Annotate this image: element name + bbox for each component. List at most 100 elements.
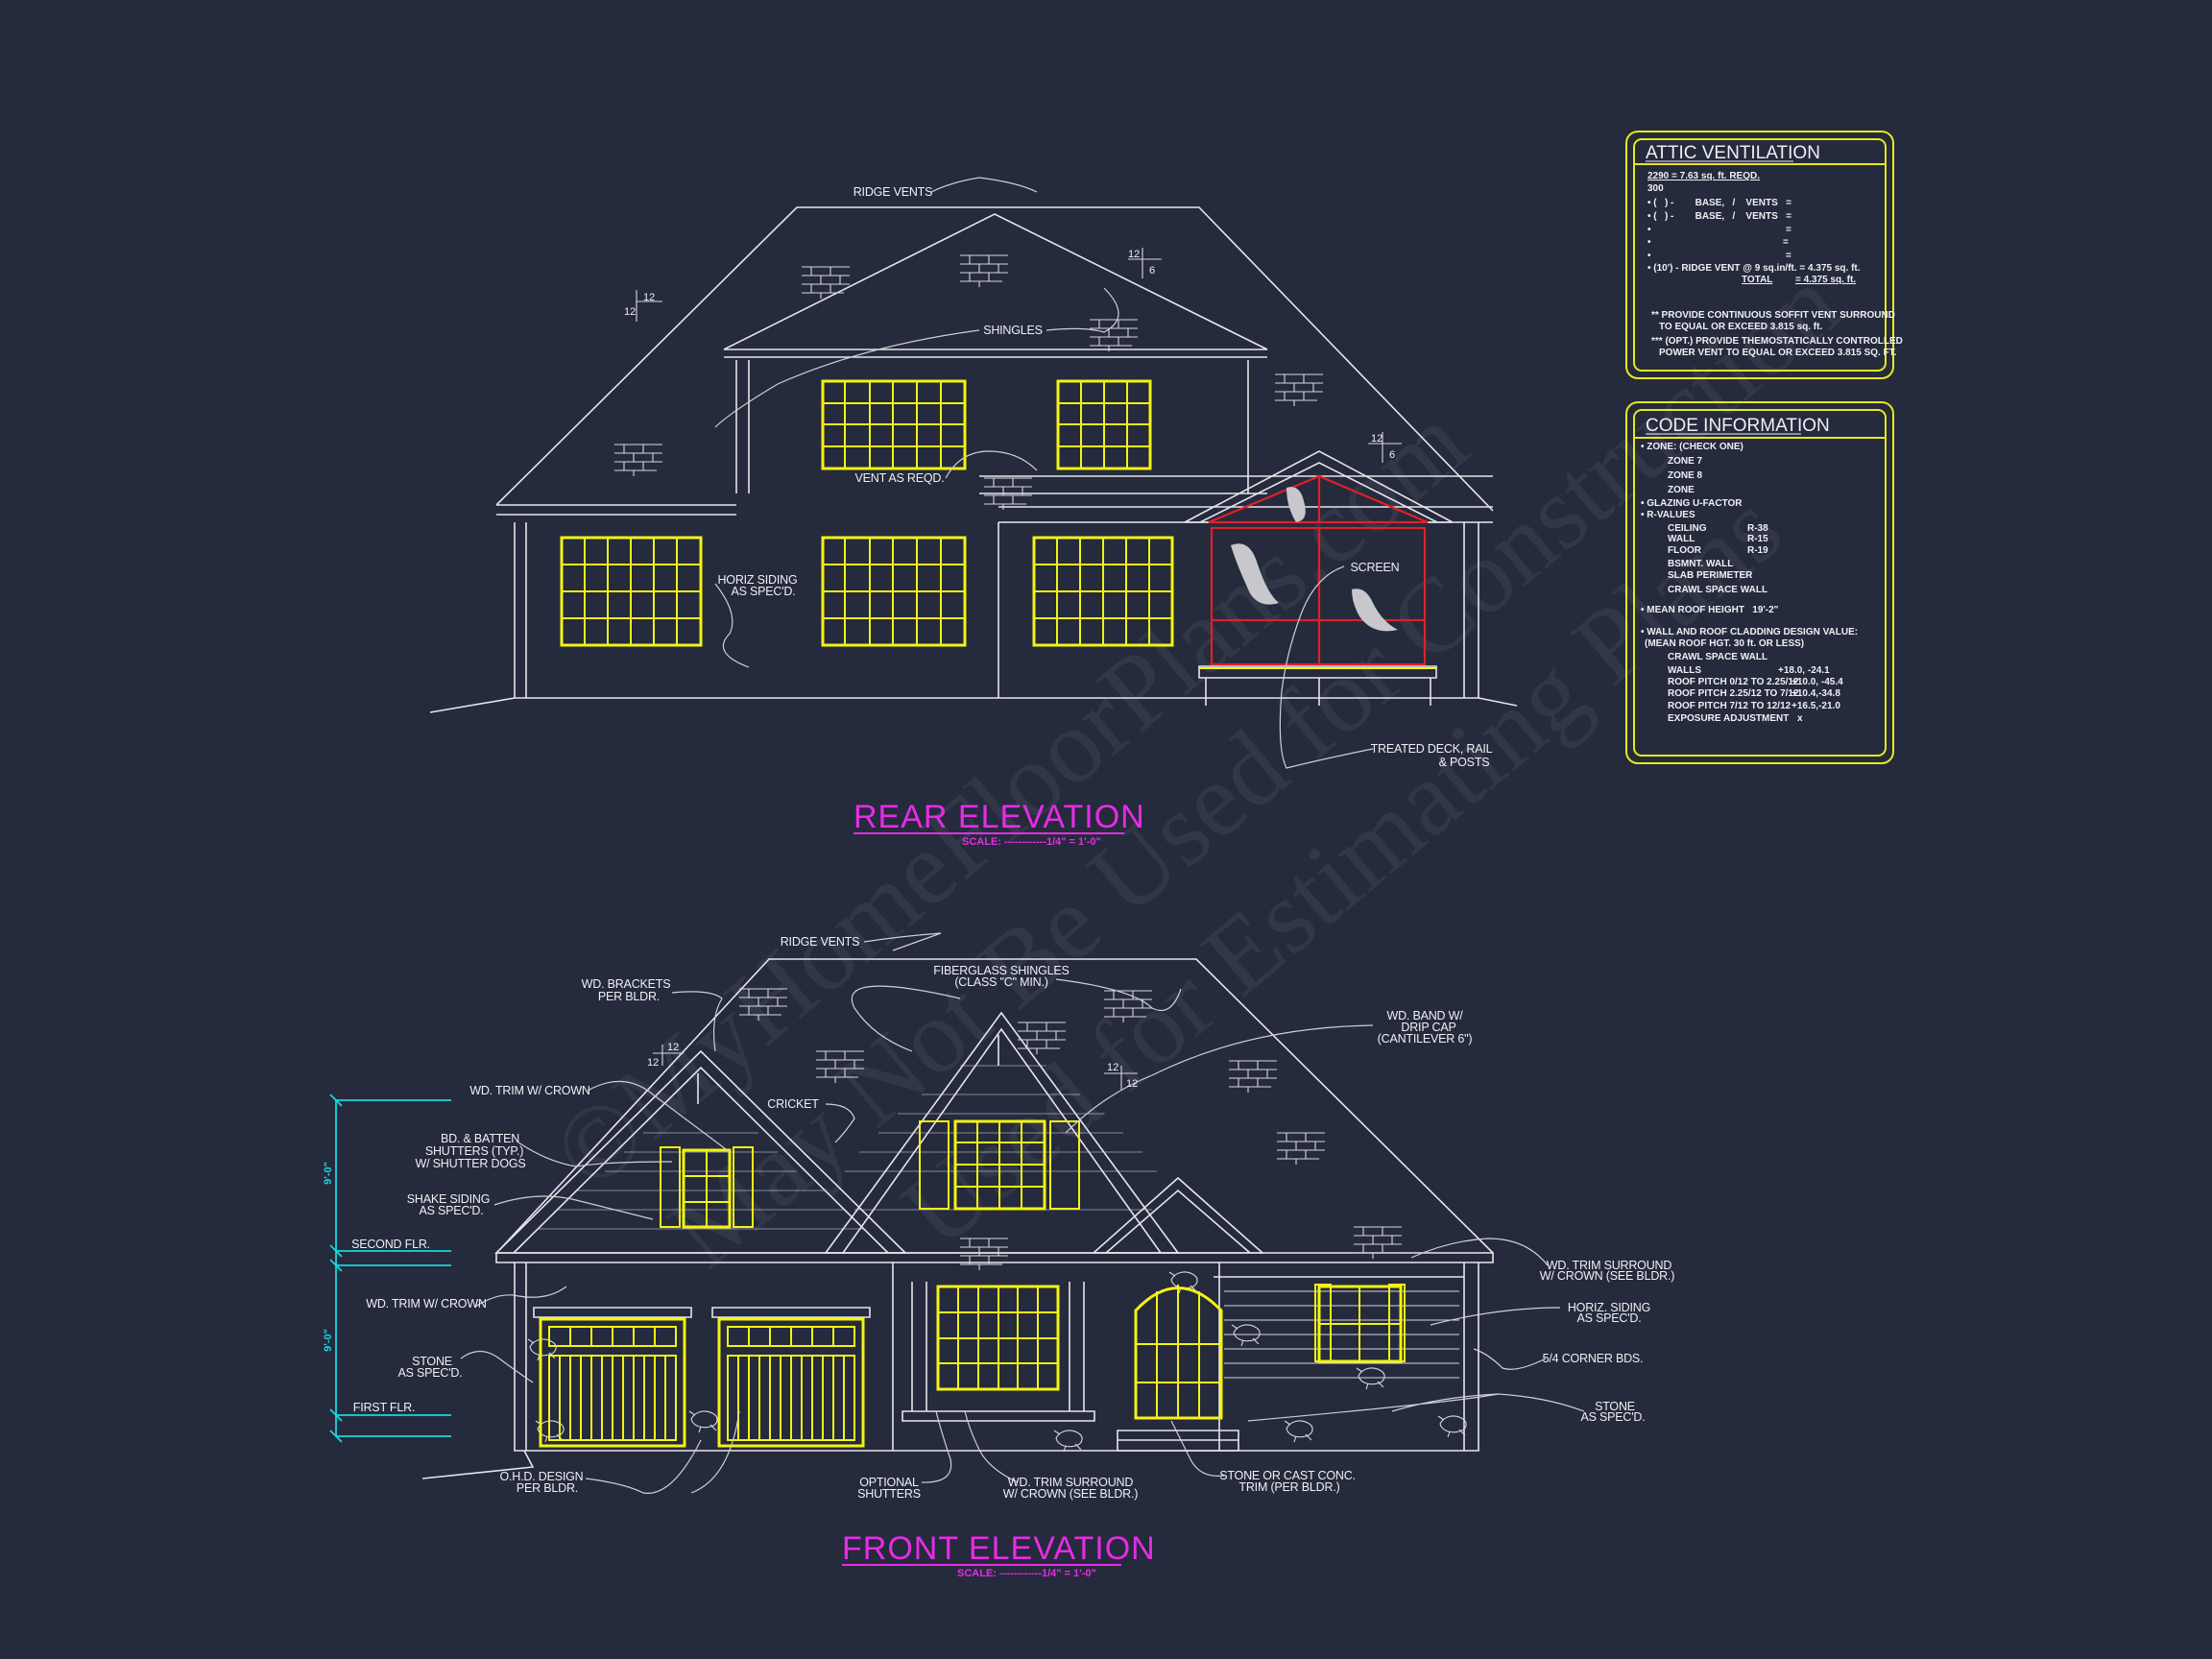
svg-text:12: 12 xyxy=(624,306,636,318)
attic-ventilation-title: ATTIC VENTILATION xyxy=(1646,143,1820,163)
svg-text:• MEAN ROOF HEIGHT 19'-2": • MEAN ROOF HEIGHT 19'-2" xyxy=(1641,605,1779,615)
label-wd-trim-crown-upper: WD. TRIM W/ CROWN xyxy=(469,1084,590,1097)
front-leaders xyxy=(460,932,1585,1494)
attic-ventilation-panel: ATTIC VENTILATION 2290 = 7.63 sq. ft. RE… xyxy=(1625,131,1903,379)
code-information-panel: CODE INFORMATION • ZONE: (CHECK ONE) ZON… xyxy=(1625,401,1894,764)
svg-text:2290 = 7.63 sq. ft. REQD.: 2290 = 7.63 sq. ft. REQD. xyxy=(1647,171,1760,181)
svg-text:+10.0, -45.4: +10.0, -45.4 xyxy=(1791,677,1843,687)
svg-text:(MEAN ROOF HGT. 30 ft. OR LESS: (MEAN ROOF HGT. 30 ft. OR LESS) xyxy=(1645,638,1804,649)
svg-text:•: • xyxy=(1647,251,1651,261)
svg-text:ROOF PITCH 0/12 TO 2.25/12: ROOF PITCH 0/12 TO 2.25/12 xyxy=(1668,677,1799,687)
svg-text:12: 12 xyxy=(647,1057,659,1069)
svg-text:ZONE 7: ZONE 7 xyxy=(1668,456,1703,467)
svg-text:May Not Be Used for Constructi: May Not Be Used for Construction xyxy=(647,244,1862,1289)
front-elevation-title: FRONT ELEVATION xyxy=(842,1530,1156,1567)
svg-text:CRAWL SPACE WALL: CRAWL SPACE WALL xyxy=(1668,652,1767,662)
svg-text:ZONE 8: ZONE 8 xyxy=(1668,470,1703,481)
label-second-floor: SECOND FLR. xyxy=(351,1238,430,1251)
svg-text:CEILING: CEILING xyxy=(1668,523,1707,534)
label-ridge-vents: RIDGE VENTS xyxy=(854,185,933,199)
shake-siding xyxy=(538,1065,1157,1230)
svg-text:• ( ) - BASE, /: • ( ) - BASE, / VENTS = xyxy=(1647,198,1791,208)
svg-text:FLOOR: FLOOR xyxy=(1668,545,1702,556)
svg-text:•: • xyxy=(1647,225,1651,235)
pitch-symbol: 12 6 xyxy=(1128,248,1162,278)
label-corner-bds: 5/4 CORNER BDS. xyxy=(1543,1352,1644,1365)
svg-text:12: 12 xyxy=(1371,433,1382,445)
pitch-symbol: 12 12 xyxy=(624,290,662,322)
code-information-title: CODE INFORMATION xyxy=(1646,416,1830,436)
pitch-symbol: 126 xyxy=(1368,432,1402,463)
svg-text:TOTAL: TOTAL xyxy=(1742,275,1772,285)
svg-text:BSMNT. WALL: BSMNT. WALL xyxy=(1668,559,1733,569)
svg-text:=: = xyxy=(1786,225,1791,235)
label-wd-band: WD. BAND W/DRIP CAP(CANTILEVER 6") xyxy=(1378,1009,1473,1046)
svg-text:R-19: R-19 xyxy=(1747,545,1768,556)
svg-text:R-15: R-15 xyxy=(1747,534,1768,544)
svg-text:R-38: R-38 xyxy=(1747,523,1768,534)
label-deck: TREATED DECK, RAIL& POSTS xyxy=(1371,742,1493,769)
svg-text:6: 6 xyxy=(1149,265,1155,276)
label-first-floor: FIRST FLR. xyxy=(353,1401,415,1414)
svg-text:300: 300 xyxy=(1647,183,1664,194)
svg-text:• ZONE: (CHECK ONE): • ZONE: (CHECK ONE) xyxy=(1641,442,1743,452)
svg-text:• (10') - RIDGE VENT @ 9 sq.in: • (10') - RIDGE VENT @ 9 sq.in/ft. = 4.3… xyxy=(1647,263,1861,274)
svg-text:•: • xyxy=(1647,237,1651,248)
pitch-symbol: 12 12 xyxy=(647,1042,684,1069)
dimension-upper: 9'-0" xyxy=(323,1162,334,1185)
floor-dimensions: 9'-0" 9'-0" xyxy=(323,1094,451,1443)
screen-porch xyxy=(1198,474,1437,706)
svg-text:+16.5,-21.0: +16.5,-21.0 xyxy=(1791,701,1840,711)
svg-text:ZONE: ZONE xyxy=(1668,485,1695,495)
rear-roof xyxy=(495,206,1494,523)
rear-elevation-title: REAR ELEVATION xyxy=(854,799,1145,835)
label-shingles: SHINGLES xyxy=(983,324,1043,337)
svg-text:x: x xyxy=(1797,713,1803,724)
svg-text:=: = xyxy=(1783,237,1789,248)
svg-text:WALL: WALL xyxy=(1668,534,1695,544)
svg-text:POWER VENT TO EQUAL OR EXCEED: POWER VENT TO EQUAL OR EXCEED 3.815 SQ. … xyxy=(1659,348,1897,358)
garage-doors xyxy=(533,1307,871,1448)
svg-text:ROOF PITCH 2.25/12 TO 7/12: ROOF PITCH 2.25/12 TO 7/12 xyxy=(1668,688,1799,699)
dimension-lower: 9'-0" xyxy=(323,1329,334,1352)
svg-text:EXPOSURE ADJUSTMENT: EXPOSURE ADJUSTMENT xyxy=(1668,713,1789,724)
label-wd-trim-crown-lower: WD. TRIM W/ CROWN xyxy=(366,1297,487,1310)
svg-text:12: 12 xyxy=(643,292,655,303)
svg-text:12: 12 xyxy=(667,1042,679,1053)
svg-text:= 4.375 sq. ft.: = 4.375 sq. ft. xyxy=(1795,275,1856,285)
front-elevation: 9'-0" 9'-0" 12 12 12 12 RIDGE VENTS xyxy=(323,932,1674,1579)
rear-windows xyxy=(560,379,1174,647)
svg-text:CRAWL SPACE WALL: CRAWL SPACE WALL xyxy=(1668,585,1767,595)
rear-leaders xyxy=(714,177,1374,769)
label-cricket: CRICKET xyxy=(767,1097,819,1111)
svg-text:*** (OPT.) PROVIDE THEMOSTATIC: *** (OPT.) PROVIDE THEMOSTATICALLY CONTR… xyxy=(1651,336,1903,347)
svg-text:12: 12 xyxy=(1128,249,1140,260)
rear-walls xyxy=(429,522,1518,713)
label-stone-cast: STONE OR CAST CONC.TRIM (PER BLDR.) xyxy=(1219,1469,1356,1494)
label-ridge-vents: RIDGE VENTS xyxy=(781,935,860,949)
svg-text:12: 12 xyxy=(1107,1062,1118,1073)
label-screen: SCREEN xyxy=(1351,561,1400,574)
rear-scale: SCALE: ------------1/4" = 1'-0" xyxy=(962,836,1101,848)
label-fiberglass-shingles: FIBERGLASS SHINGLES(CLASS "C" MIN.) xyxy=(933,964,1069,989)
svg-text:ROOF PITCH 7/12 TO 12/12: ROOF PITCH 7/12 TO 12/12 xyxy=(1668,701,1791,711)
front-scale: SCALE: ------------1/4" = 1'-0" xyxy=(957,1568,1096,1579)
svg-text:** PROVIDE CONTINUOUS SOFFIT V: ** PROVIDE CONTINUOUS SOFFIT VENT SURROU… xyxy=(1651,310,1895,321)
svg-text:12: 12 xyxy=(1126,1078,1138,1090)
svg-text:SLAB PERIMETER: SLAB PERIMETER xyxy=(1668,570,1753,581)
svg-text:• GLAZING U-FACTOR: • GLAZING U-FACTOR xyxy=(1641,498,1743,509)
svg-text:• WALL AND ROOF CLADDING DESIG: • WALL AND ROOF CLADDING DESIGN VALUE: xyxy=(1641,627,1858,637)
pitch-symbol: 12 12 xyxy=(1104,1062,1138,1090)
svg-text:• R-VALUES: • R-VALUES xyxy=(1641,510,1695,520)
svg-text:+18.0, -24.1: +18.0, -24.1 xyxy=(1778,665,1830,676)
